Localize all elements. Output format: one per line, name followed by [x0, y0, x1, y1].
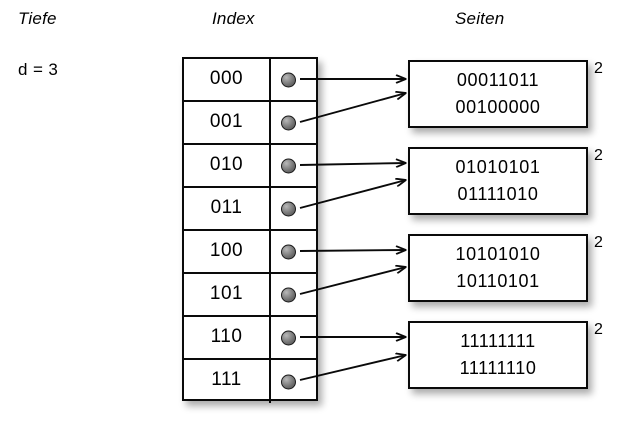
page-record: 00011011 [456, 70, 540, 90]
page-box[interactable]: 11111111 11111110 [408, 321, 588, 389]
directory-pointer-cell[interactable] [271, 188, 316, 229]
pointer-dot-icon [281, 201, 296, 216]
page-record: 00100000 [455, 97, 541, 117]
pointer-dot-icon [281, 158, 296, 173]
directory-pointer-cell[interactable] [271, 145, 316, 186]
pointer-dot-icon [281, 115, 296, 130]
page-record: 01111010 [457, 184, 539, 204]
table-row[interactable]: 001 [184, 102, 316, 145]
pointer-dot-icon [281, 374, 296, 389]
page-local-depth: 2 [594, 147, 604, 164]
directory-key: 101 [184, 274, 271, 315]
directory-key: 110 [184, 317, 271, 358]
page-box[interactable]: 10101010 10110101 [408, 234, 588, 302]
table-row[interactable]: 101 [184, 274, 316, 317]
pointer-dot-icon [281, 72, 296, 87]
pointer-dot-icon [281, 330, 296, 345]
column-heading-seiten: Seiten [455, 9, 505, 28]
page-record: 11111111 [460, 331, 536, 351]
page-local-depth: 2 [594, 321, 604, 338]
column-heading-tiefe: Tiefe [18, 9, 57, 28]
page-record: 01010101 [455, 157, 541, 177]
page-record: 10101010 [455, 244, 541, 264]
directory-key: 010 [184, 145, 271, 186]
directory-pointer-cell[interactable] [271, 59, 316, 100]
directory-pointer-cell[interactable] [271, 274, 316, 315]
directory-key: 011 [184, 188, 271, 229]
page-box[interactable]: 00011011 00100000 [408, 60, 588, 128]
pointer-dot-icon [281, 244, 296, 259]
table-row[interactable]: 111 [184, 360, 316, 403]
global-depth-label: d = 3 [18, 60, 59, 79]
directory-pointer-cell[interactable] [271, 102, 316, 143]
table-row[interactable]: 011 [184, 188, 316, 231]
column-heading-index: Index [212, 9, 255, 28]
directory-key: 000 [184, 59, 271, 100]
table-row[interactable]: 110 [184, 317, 316, 360]
directory-key: 001 [184, 102, 271, 143]
table-row[interactable]: 100 [184, 231, 316, 274]
page-box[interactable]: 01010101 01111010 [408, 147, 588, 215]
page-local-depth: 2 [594, 60, 604, 77]
table-row[interactable]: 010 [184, 145, 316, 188]
directory-table: 000 001 010 011 100 101 110 [182, 57, 318, 403]
directory-pointer-cell[interactable] [271, 231, 316, 272]
page-record: 10110101 [456, 271, 540, 291]
page-local-depth: 2 [594, 234, 604, 251]
directory-pointer-cell[interactable] [271, 317, 316, 358]
directory-key: 100 [184, 231, 271, 272]
pointer-dot-icon [281, 287, 296, 302]
directory-key: 111 [184, 360, 271, 403]
table-row[interactable]: 000 [184, 59, 316, 102]
directory-pointer-cell[interactable] [271, 360, 316, 403]
page-record: 11111110 [459, 358, 537, 378]
